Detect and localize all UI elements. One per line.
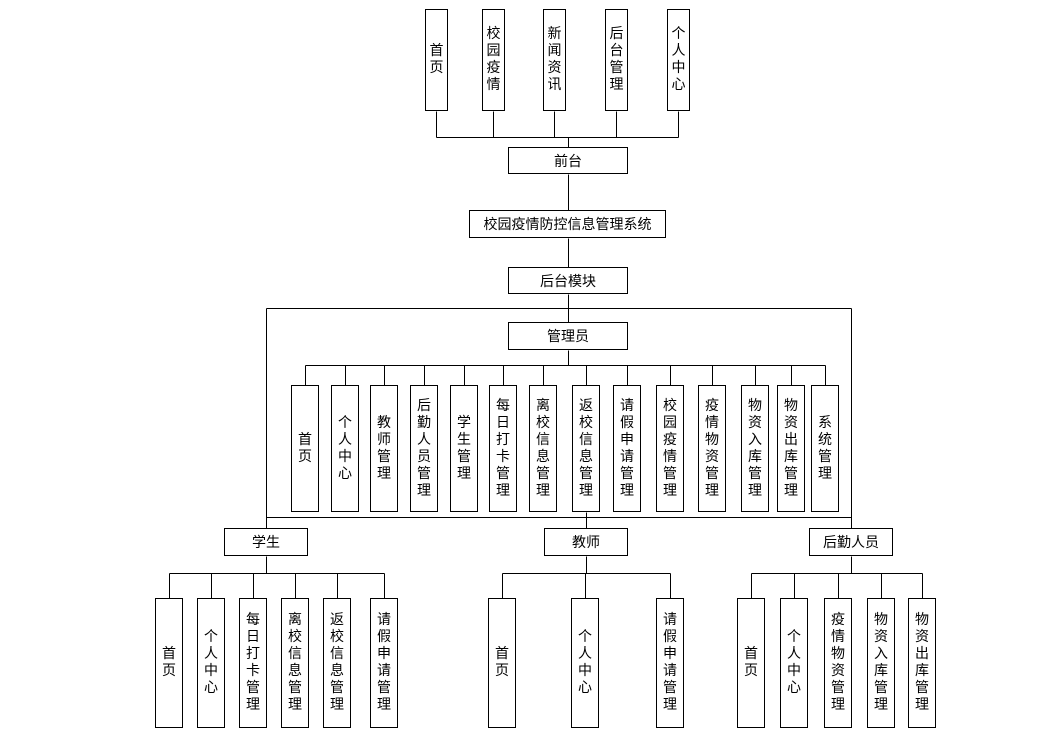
admin-node: 管理员 [508, 322, 628, 350]
front-tab-node: 后台管理 [605, 9, 628, 111]
logistics-function-node: 个人中心 [780, 598, 808, 728]
admin-function-node: 离校信息管理 [529, 385, 557, 512]
teacher-function-node: 个人中心 [571, 598, 599, 728]
front-tab-node: 校园疫情 [482, 9, 505, 111]
front-node: 前台 [508, 147, 628, 174]
teacher-node: 教师 [544, 528, 628, 556]
admin-function-node: 物资入库管理 [741, 385, 769, 512]
logistics-function-node: 物资出库管理 [908, 598, 936, 728]
admin-function-node: 返校信息管理 [572, 385, 600, 512]
front-tab-node: 首页 [425, 9, 448, 111]
logistics-node: 后勤人员 [809, 528, 893, 556]
student-function-node: 每日打卡管理 [239, 598, 267, 728]
admin-function-node: 学生管理 [450, 385, 478, 512]
student-function-node: 离校信息管理 [281, 598, 309, 728]
admin-function-node: 物资出库管理 [777, 385, 805, 512]
logistics-function-node: 首页 [737, 598, 765, 728]
system-title-node: 校园疫情防控信息管理系统 [469, 210, 666, 238]
teacher-function-node: 请假申请管理 [656, 598, 684, 728]
admin-function-node: 个人中心 [331, 385, 359, 512]
admin-function-node: 首页 [291, 385, 319, 512]
admin-function-node: 后勤人员管理 [410, 385, 438, 512]
logistics-function-node: 疫情物资管理 [824, 598, 852, 728]
front-tab-node: 新闻资讯 [543, 9, 566, 111]
admin-function-node: 系统管理 [811, 385, 839, 512]
admin-function-node: 教师管理 [370, 385, 398, 512]
backend-module-node: 后台模块 [508, 267, 628, 294]
student-function-node: 首页 [155, 598, 183, 728]
student-function-node: 请假申请管理 [370, 598, 398, 728]
student-node: 学生 [224, 528, 308, 556]
student-function-node: 个人中心 [197, 598, 225, 728]
student-function-node: 返校信息管理 [323, 598, 351, 728]
admin-function-node: 疫情物资管理 [698, 385, 726, 512]
logistics-function-node: 物资入库管理 [867, 598, 895, 728]
admin-function-node: 每日打卡管理 [489, 385, 517, 512]
admin-function-node: 请假申请管理 [613, 385, 641, 512]
front-tab-node: 个人中心 [667, 9, 690, 111]
admin-function-node: 校园疫情管理 [656, 385, 684, 512]
teacher-function-node: 首页 [488, 598, 516, 728]
